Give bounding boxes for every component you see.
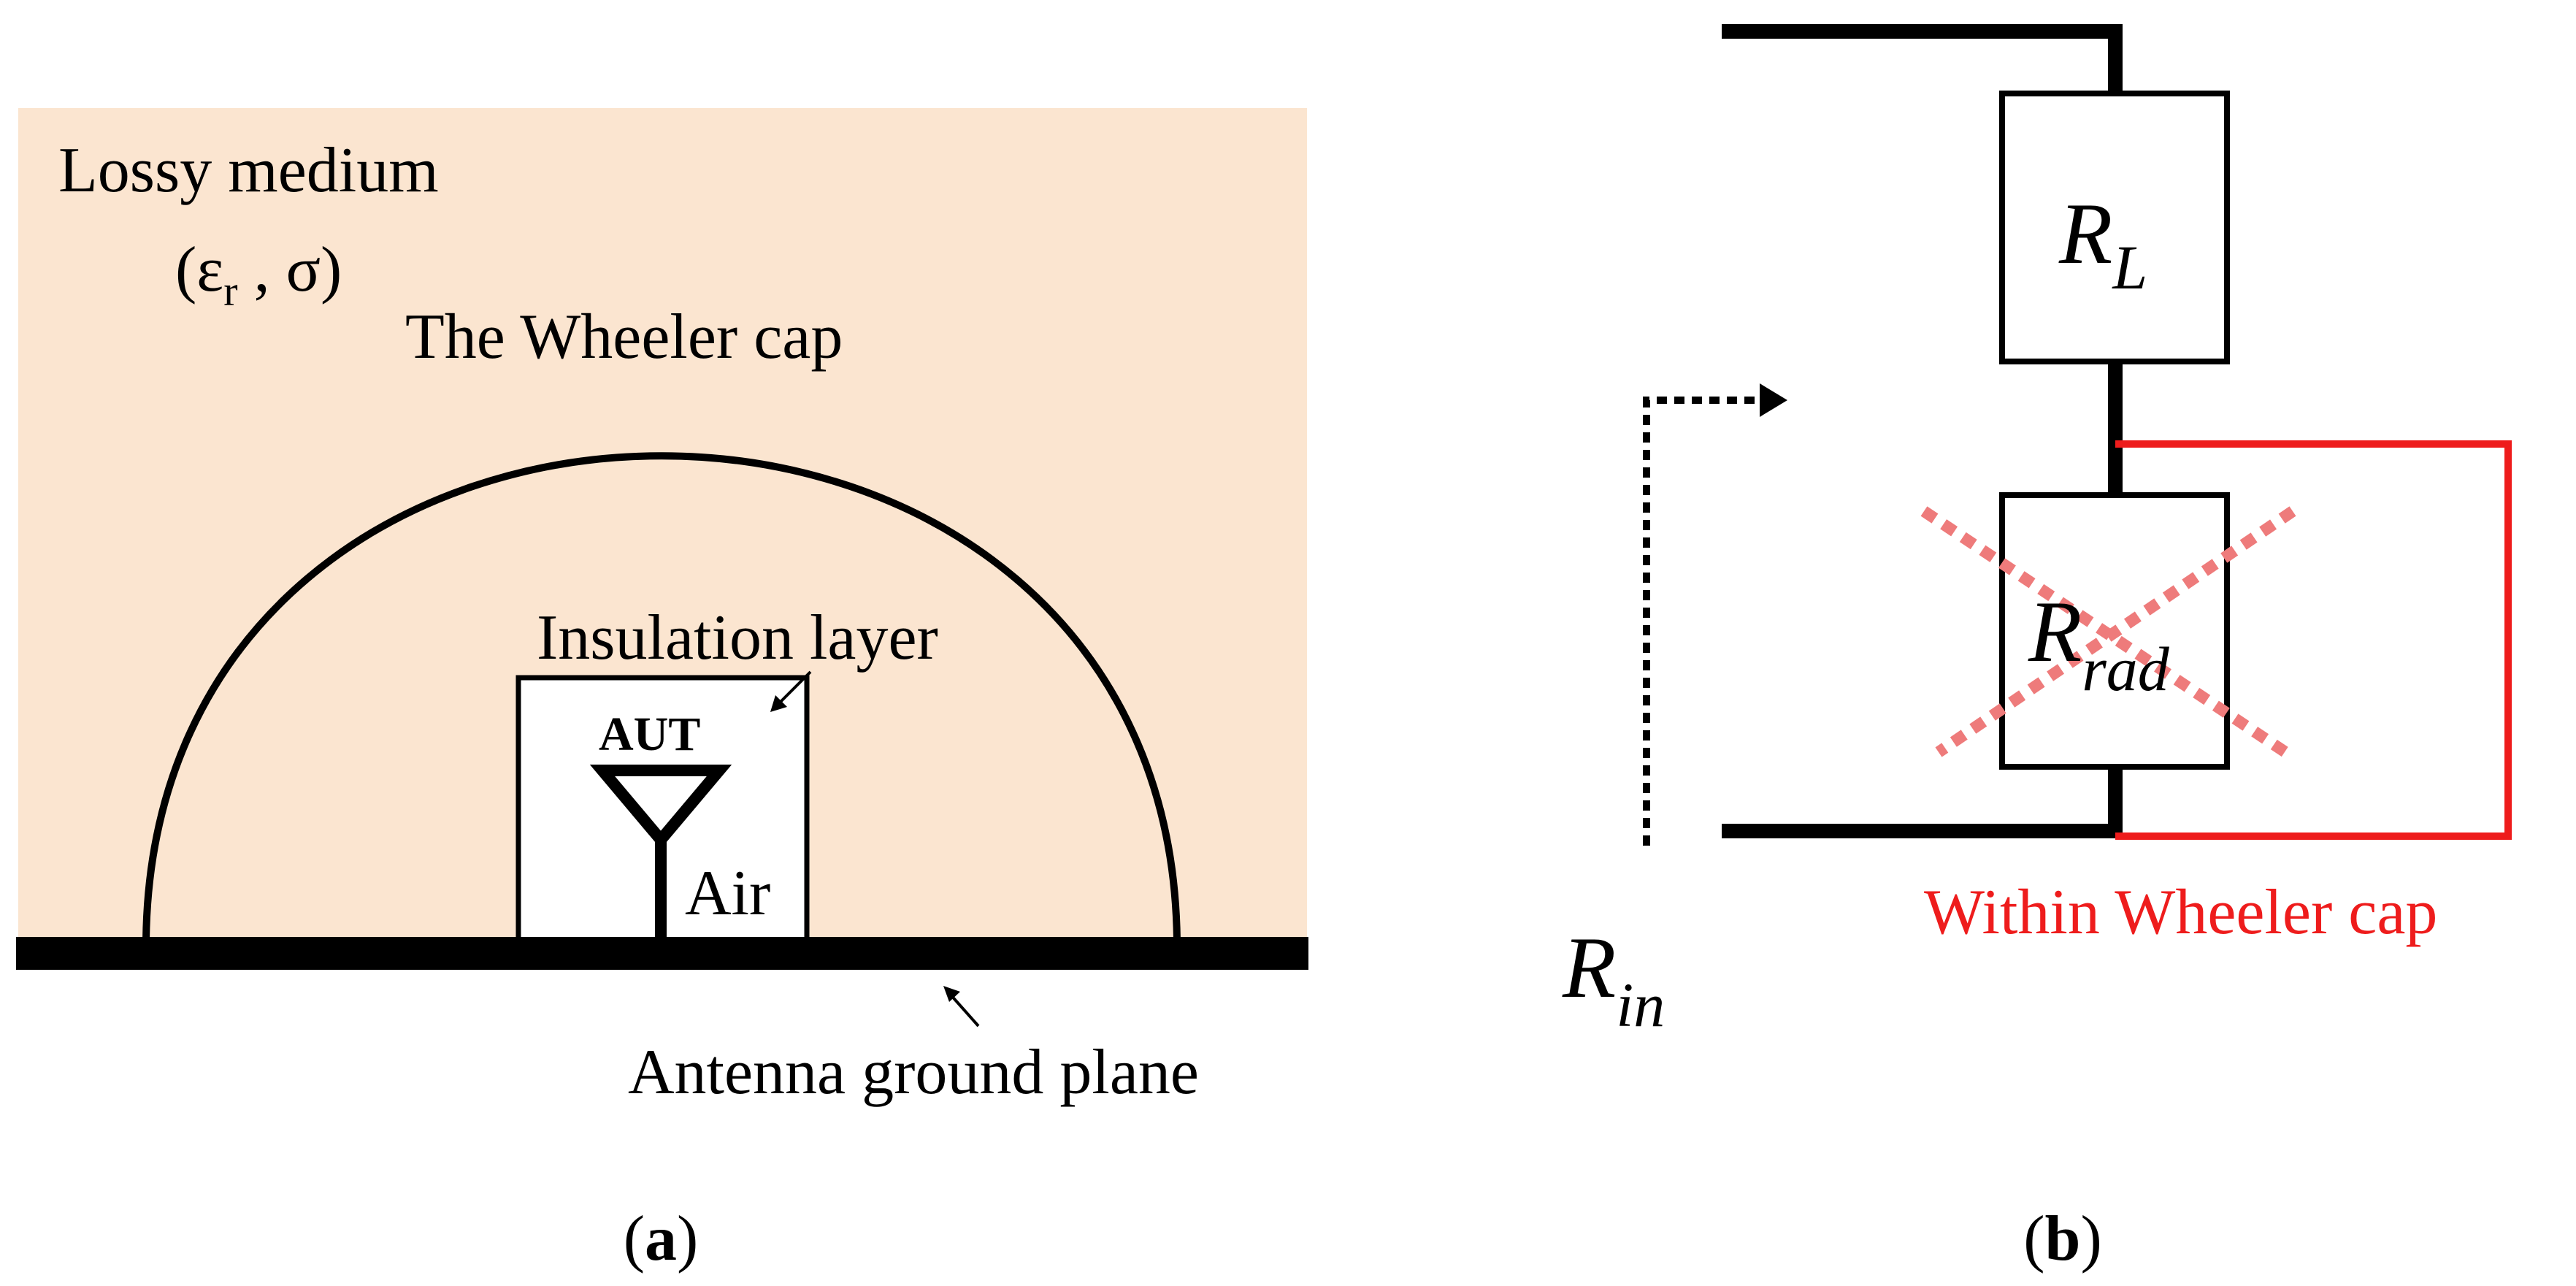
insulation-arrow [775,670,812,708]
lossy-medium-label: Lossy medium [58,135,439,206]
rl-label-sub: L [2111,232,2147,302]
wheeler-short-loop [2115,440,2512,840]
wheeler-cap-label: The Wheeler cap [405,302,843,372]
wheeler-cap-dome [142,452,1181,948]
panel-a: Lossy medium (εr , σ) The Wheeler cap In… [16,108,1308,1274]
air-label: Air [685,858,770,929]
medium-params-close: , σ) [238,234,342,305]
rin-label-sub: in [1616,970,1665,1040]
rrad-label-sub: rad [2082,634,2169,704]
cross-line-2 [1935,506,2296,757]
caption-a: (a) [624,1203,699,1274]
medium-params-open: (ε [175,234,223,305]
medium-params-sub: r [223,267,237,315]
insulation-layer-label: Insulation layer [537,602,938,673]
rin-label: Rin [1562,919,1665,1040]
caption-b: (b) [2023,1203,2102,1274]
rin-arrowhead [1760,383,1787,417]
antenna-icon [589,765,732,849]
panel-b: RL Rrad Rin Within Wheeler cap (b) [1562,24,2512,1274]
rrad-label: Rrad [2028,583,2170,704]
within-wheeler-cap-label: Within Wheeler cap [1924,877,2437,948]
ground-arrow [948,992,980,1027]
rl-resistor-box [1999,91,2230,364]
aut-label: AUT [599,708,700,761]
rin-dotted-arrow [1643,397,1762,846]
rl-label-main: R [2058,185,2112,282]
medium-params-label: (εr , σ) [175,234,342,315]
caption-a-letter: a [645,1203,677,1274]
ground-plane-label: Antenna ground plane [628,1037,1199,1108]
ground-arrowhead [943,986,960,1002]
insulation-arrowhead [770,695,787,712]
cross-line-1 [1920,506,2289,757]
top-wire [1722,24,2123,93]
rrad-label-main: R [2028,583,2082,680]
rin-label-main: R [1562,919,1616,1016]
ground-plane [16,937,1308,970]
caption-b-letter: b [2045,1203,2081,1274]
rl-label: RL [2058,185,2147,302]
